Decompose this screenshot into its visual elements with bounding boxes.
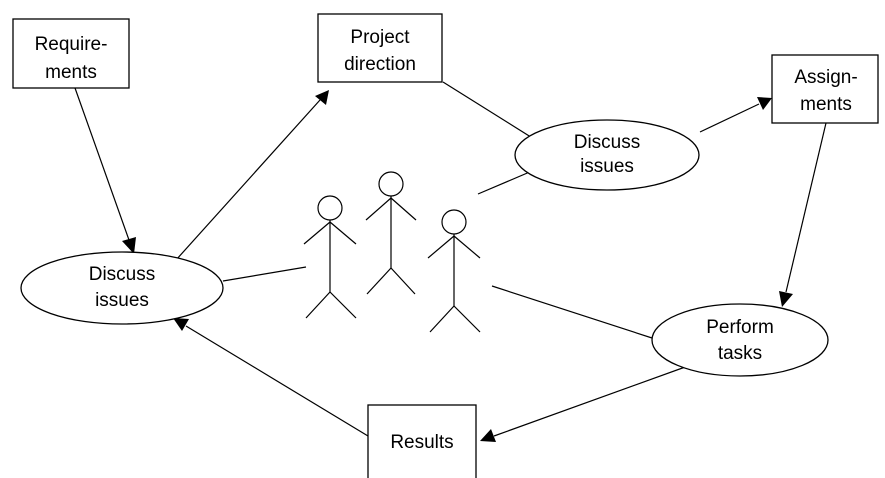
arrowhead-assignments-to-perform-tasks [779, 291, 793, 307]
arrow-discuss-top-to-assignments [699, 103, 760, 133]
person-figure-middle [365, 171, 417, 295]
association-people-to-perform-tasks [491, 285, 653, 339]
assignments-box: Assign- ments [771, 54, 879, 124]
arrowhead-discuss-top-to-assignments [757, 97, 772, 110]
arrowhead-requirements-to-discuss-left [122, 237, 136, 254]
discuss-issues-top-label-line2: issues [580, 156, 634, 177]
project-direction-label-line2: direction [344, 54, 416, 75]
assignments-label-line2: ments [800, 94, 852, 115]
discuss-issues-left-label-line2: issues [95, 290, 149, 311]
arrowhead-perform-tasks-to-results [480, 429, 496, 442]
association-people-to-discuss-top [477, 170, 533, 195]
project-direction-label-line1: Project [350, 27, 410, 48]
perform-tasks-ellipse: Perform tasks [651, 303, 829, 377]
assignments-label-line1: Assign- [794, 67, 857, 88]
perform-tasks-label-line1: Perform [706, 317, 774, 338]
perform-tasks-label-line2: tasks [718, 343, 762, 364]
discuss-issues-top-ellipse: Discuss issues [514, 119, 700, 191]
people-group [303, 171, 481, 333]
discuss-issues-left-ellipse: Discuss issues [20, 251, 224, 325]
requirements-box: Require- ments [12, 18, 130, 89]
person-figure-left [303, 195, 357, 319]
arrow-requirements-to-discuss-left [74, 87, 130, 241]
arrow-project-direction-to-discuss-top [442, 81, 543, 145]
arrow-results-to-discuss-left [185, 325, 369, 437]
requirements-label-line1: Require- [35, 34, 108, 55]
arrow-perform-tasks-to-results [493, 365, 689, 437]
project-direction-box: Project direction [317, 13, 443, 83]
results-box: Results [367, 404, 477, 478]
association-people-to-discuss-left [222, 266, 307, 282]
arrow-discuss-left-to-project-direction [175, 99, 321, 261]
connectors [74, 81, 827, 442]
arrow-assignments-to-perform-tasks [785, 122, 827, 293]
person-figure-right [427, 209, 481, 333]
arrowhead-results-to-discuss-left [173, 318, 189, 331]
discuss-issues-left-label-line1: Discuss [89, 264, 156, 285]
requirements-label-line2: ments [45, 62, 97, 83]
results-label: Results [390, 432, 453, 453]
arrowhead-discuss-left-to-project-direction [315, 90, 329, 105]
discuss-issues-top-label-line1: Discuss [574, 132, 641, 153]
